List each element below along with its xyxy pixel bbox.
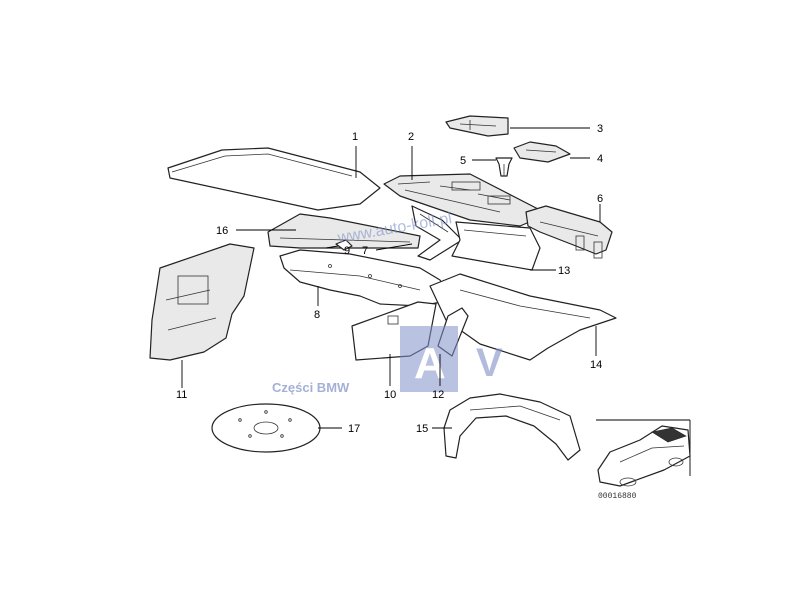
part-17-disk (211, 403, 321, 453)
watermark-logo-v: V (476, 341, 503, 385)
callout-12: 12 (432, 389, 444, 401)
part-9-screw (335, 239, 353, 251)
part-1-trunk-panel (167, 147, 381, 211)
watermark-logo-a: A (414, 339, 446, 388)
car-location-inset: 00016880 (596, 419, 691, 501)
callout-5: 5 (460, 155, 466, 167)
part-16-side-piece (267, 213, 421, 249)
callout-11: 11 (176, 389, 187, 401)
callout-8: 8 (314, 309, 320, 321)
callout-1: 1 (352, 131, 358, 143)
part-3-bracket (445, 115, 509, 137)
callout-10: 10 (384, 389, 396, 401)
callout-2: 2 (408, 131, 414, 143)
highlight-area (651, 427, 687, 443)
part-6-side-trim (525, 205, 613, 259)
watermark-brand: Części BMW (272, 380, 350, 395)
part-11-left-panel (149, 243, 255, 361)
leader-lines (181, 127, 601, 429)
callout-7: 7 (362, 245, 368, 257)
callout-13: 13 (558, 265, 570, 277)
callout-numbers: 1 2 3 4 5 6 7 8 9 10 11 12 13 14 15 16 1… (176, 123, 603, 435)
part-7-bracket (411, 205, 463, 261)
part-2-rear-trim (383, 173, 541, 227)
watermark-logo-box (400, 326, 458, 392)
callout-14: 14 (590, 359, 602, 371)
callout-15: 15 (416, 423, 428, 435)
callout-17: 17 (348, 423, 360, 435)
part-15-wheel-arch (443, 393, 581, 461)
part-14-side-panel (429, 273, 617, 361)
part-13-mat (451, 221, 541, 271)
callout-3: 3 (597, 123, 603, 135)
callout-16: 16 (216, 225, 228, 237)
part-5-clip (495, 157, 513, 177)
diagram-code: 00016880 (598, 492, 637, 501)
part-4-cover (513, 141, 571, 163)
callout-4: 4 (597, 153, 603, 165)
callout-6: 6 (597, 193, 603, 205)
callout-9: 9 (344, 245, 350, 257)
